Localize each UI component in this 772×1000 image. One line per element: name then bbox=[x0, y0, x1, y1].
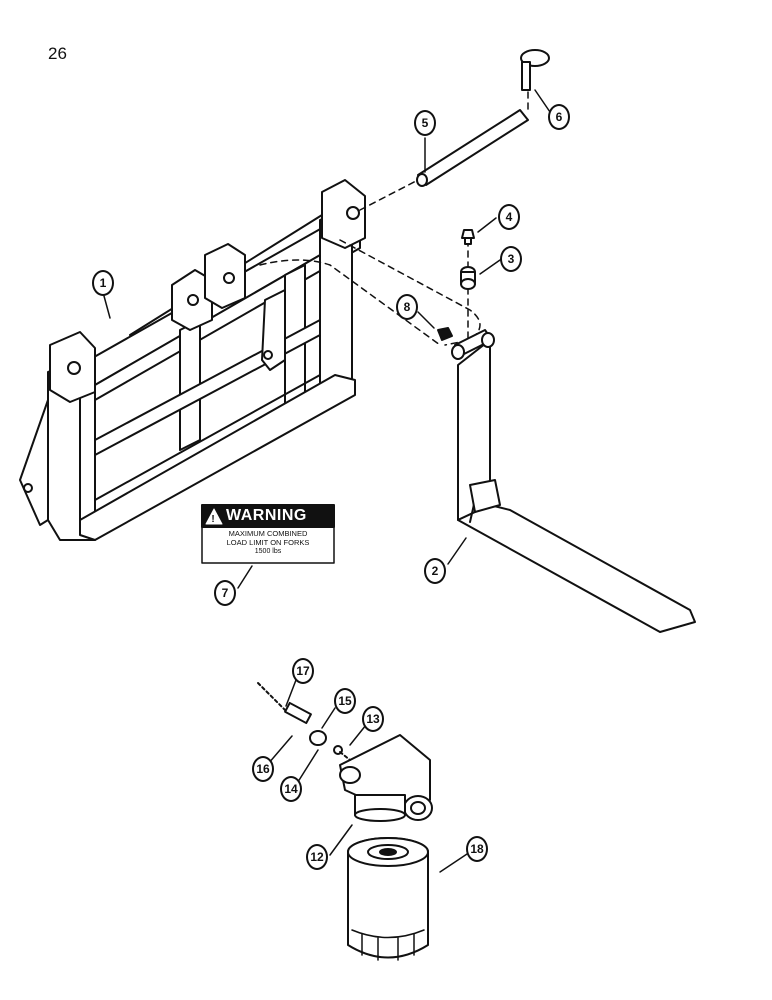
warning-title: WARNING bbox=[226, 507, 307, 524]
callout-6: 6 bbox=[548, 104, 570, 130]
callout-18: 18 bbox=[466, 836, 488, 862]
spin-on-filter bbox=[347, 837, 429, 961]
callout-1: 1 bbox=[92, 270, 114, 296]
callout-label: 16 bbox=[256, 762, 270, 776]
callout-15: 15 bbox=[334, 688, 356, 714]
warning-line-3: 1500 lbs bbox=[254, 548, 282, 555]
page-number: 26 bbox=[48, 44, 67, 63]
callout-label: 6 bbox=[555, 110, 563, 124]
callout-label: 17 bbox=[296, 664, 310, 678]
warning-line-1: MAXIMUM COMBINED bbox=[228, 529, 308, 538]
svg-text:!: ! bbox=[211, 514, 214, 525]
callout-5: 5 bbox=[414, 110, 436, 136]
callout-label: 8 bbox=[403, 300, 411, 314]
callout-7: 7 bbox=[214, 580, 236, 606]
filter-head bbox=[339, 734, 433, 822]
callout-13: 13 bbox=[362, 706, 384, 732]
callout-12: 12 bbox=[306, 844, 328, 870]
callout-8: 8 bbox=[396, 294, 418, 320]
callout-14: 14 bbox=[280, 776, 302, 802]
callout-label: 2 bbox=[431, 564, 439, 578]
lynch-pin bbox=[520, 49, 550, 91]
leader-arrows bbox=[103, 89, 551, 873]
callout-label: 1 bbox=[99, 276, 107, 290]
grease-fitting bbox=[437, 327, 453, 341]
callout-label: 13 bbox=[366, 712, 380, 726]
callout-16: 16 bbox=[252, 756, 274, 782]
callout-label: 3 bbox=[507, 252, 515, 266]
assembly-lines bbox=[259, 91, 529, 346]
fork-pin bbox=[416, 109, 529, 187]
callout-label: 14 bbox=[284, 782, 298, 796]
valve-parts bbox=[257, 682, 351, 761]
callout-label: 4 bbox=[505, 210, 513, 224]
callout-label: 18 bbox=[470, 842, 484, 856]
callout-label: 7 bbox=[221, 586, 229, 600]
warning-decal: ! bbox=[201, 504, 335, 564]
warning-line-2: LOAD LIMIT ON FORKS bbox=[226, 538, 310, 547]
callout-label: 12 bbox=[310, 850, 324, 864]
callout-2: 2 bbox=[424, 558, 446, 584]
callout-3: 3 bbox=[500, 246, 522, 272]
callout-label: 5 bbox=[421, 116, 429, 130]
pallet-fork bbox=[451, 329, 696, 633]
callout-17: 17 bbox=[292, 658, 314, 684]
fork-frame bbox=[19, 179, 366, 541]
callout-4: 4 bbox=[498, 204, 520, 230]
bolt-and-bushing bbox=[460, 229, 476, 290]
callout-label: 15 bbox=[338, 694, 352, 708]
